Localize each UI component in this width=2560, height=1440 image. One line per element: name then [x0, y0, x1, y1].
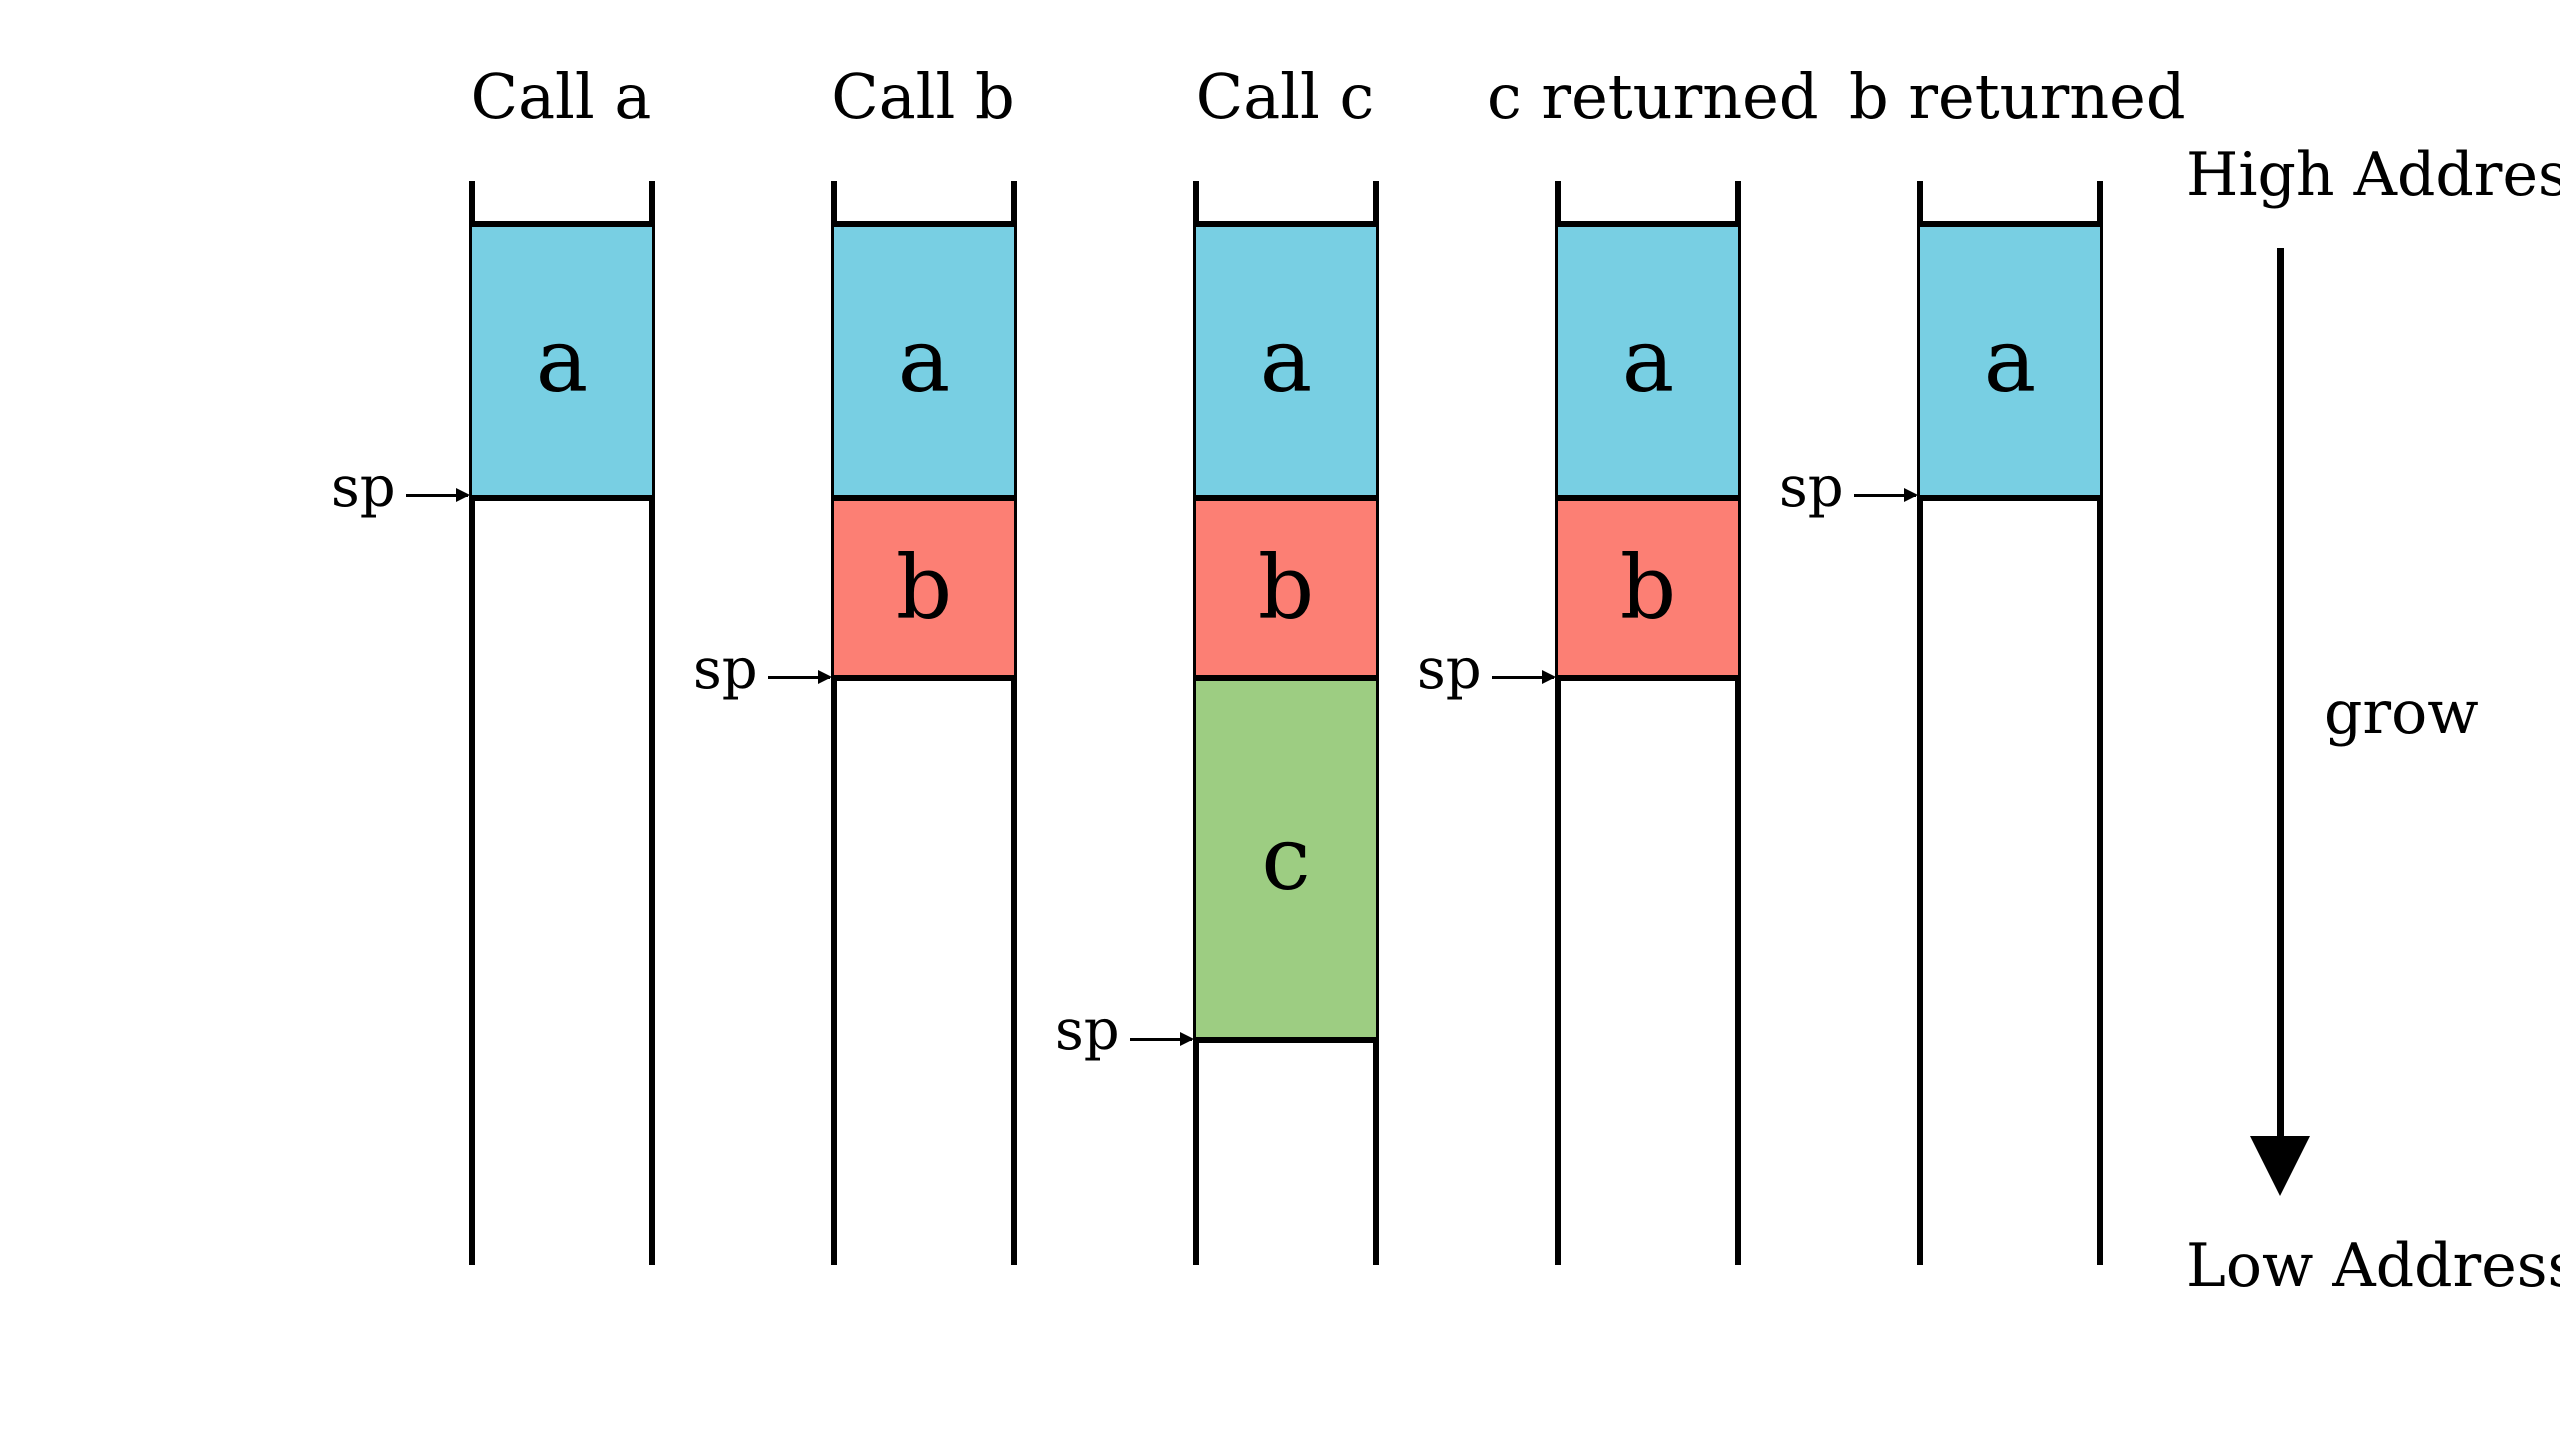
sp-arrow: [768, 670, 832, 684]
grow-label: grow: [2324, 678, 2479, 748]
grow-arrow-shaft: [2277, 248, 2284, 1148]
stack-right-rail: [1011, 181, 1017, 1265]
frame-label-b: b: [1257, 536, 1315, 639]
stack-frame-a: a: [472, 221, 652, 501]
frame-label-a: a: [897, 309, 951, 412]
stack-right-rail: [2097, 181, 2103, 1265]
sp-arrow: [1492, 670, 1556, 684]
stack-left-rail: [1917, 181, 1923, 1265]
sp-label: sp: [693, 637, 758, 702]
stack-frame-a: a: [1558, 221, 1738, 501]
stack-left-rail: [1555, 181, 1561, 1265]
stack-left-rail: [831, 181, 837, 1265]
sp-label: sp: [1417, 637, 1482, 702]
frame-label-a: a: [1983, 309, 2037, 412]
sp-label: sp: [331, 455, 396, 520]
frame-label-b: b: [1619, 536, 1677, 639]
stack-frame-a: a: [834, 221, 1014, 501]
stack-frame-c: c: [1196, 681, 1376, 1043]
stack-frame-b: b: [1558, 501, 1738, 681]
grow-arrow-head-icon: [2250, 1136, 2310, 1196]
stack-frame-a: a: [1920, 221, 2100, 501]
sp-arrow: [1130, 1032, 1194, 1046]
sp-label: sp: [1055, 998, 1120, 1063]
frame-label-a: a: [1259, 309, 1313, 412]
frame-label-c: c: [1261, 807, 1311, 910]
column-title-call-a: Call a: [470, 60, 652, 133]
stack-right-rail: [649, 181, 655, 1265]
frame-label-a: a: [1621, 309, 1675, 412]
stack-right-rail: [1735, 181, 1741, 1265]
high-address-label: High Address: [2186, 140, 2560, 210]
frame-label-b: b: [895, 536, 953, 639]
frame-label-a: a: [535, 309, 589, 412]
stack-frame-b: b: [834, 501, 1014, 681]
column-title-call-b: Call b: [831, 60, 1015, 133]
stack-frame-b: b: [1196, 501, 1376, 681]
column-title-c-returned: c returned: [1487, 60, 1819, 133]
column-title-call-c: Call c: [1195, 60, 1375, 133]
stack-frame-a: a: [1196, 221, 1376, 501]
column-title-b-returned: b returned: [1849, 60, 2186, 133]
low-address-label: Low Address: [2186, 1231, 2560, 1301]
sp-arrow: [406, 488, 470, 502]
sp-label: sp: [1779, 455, 1844, 520]
sp-arrow: [1854, 488, 1918, 502]
stack-left-rail: [469, 181, 475, 1265]
stack-right-rail: [1373, 181, 1379, 1265]
